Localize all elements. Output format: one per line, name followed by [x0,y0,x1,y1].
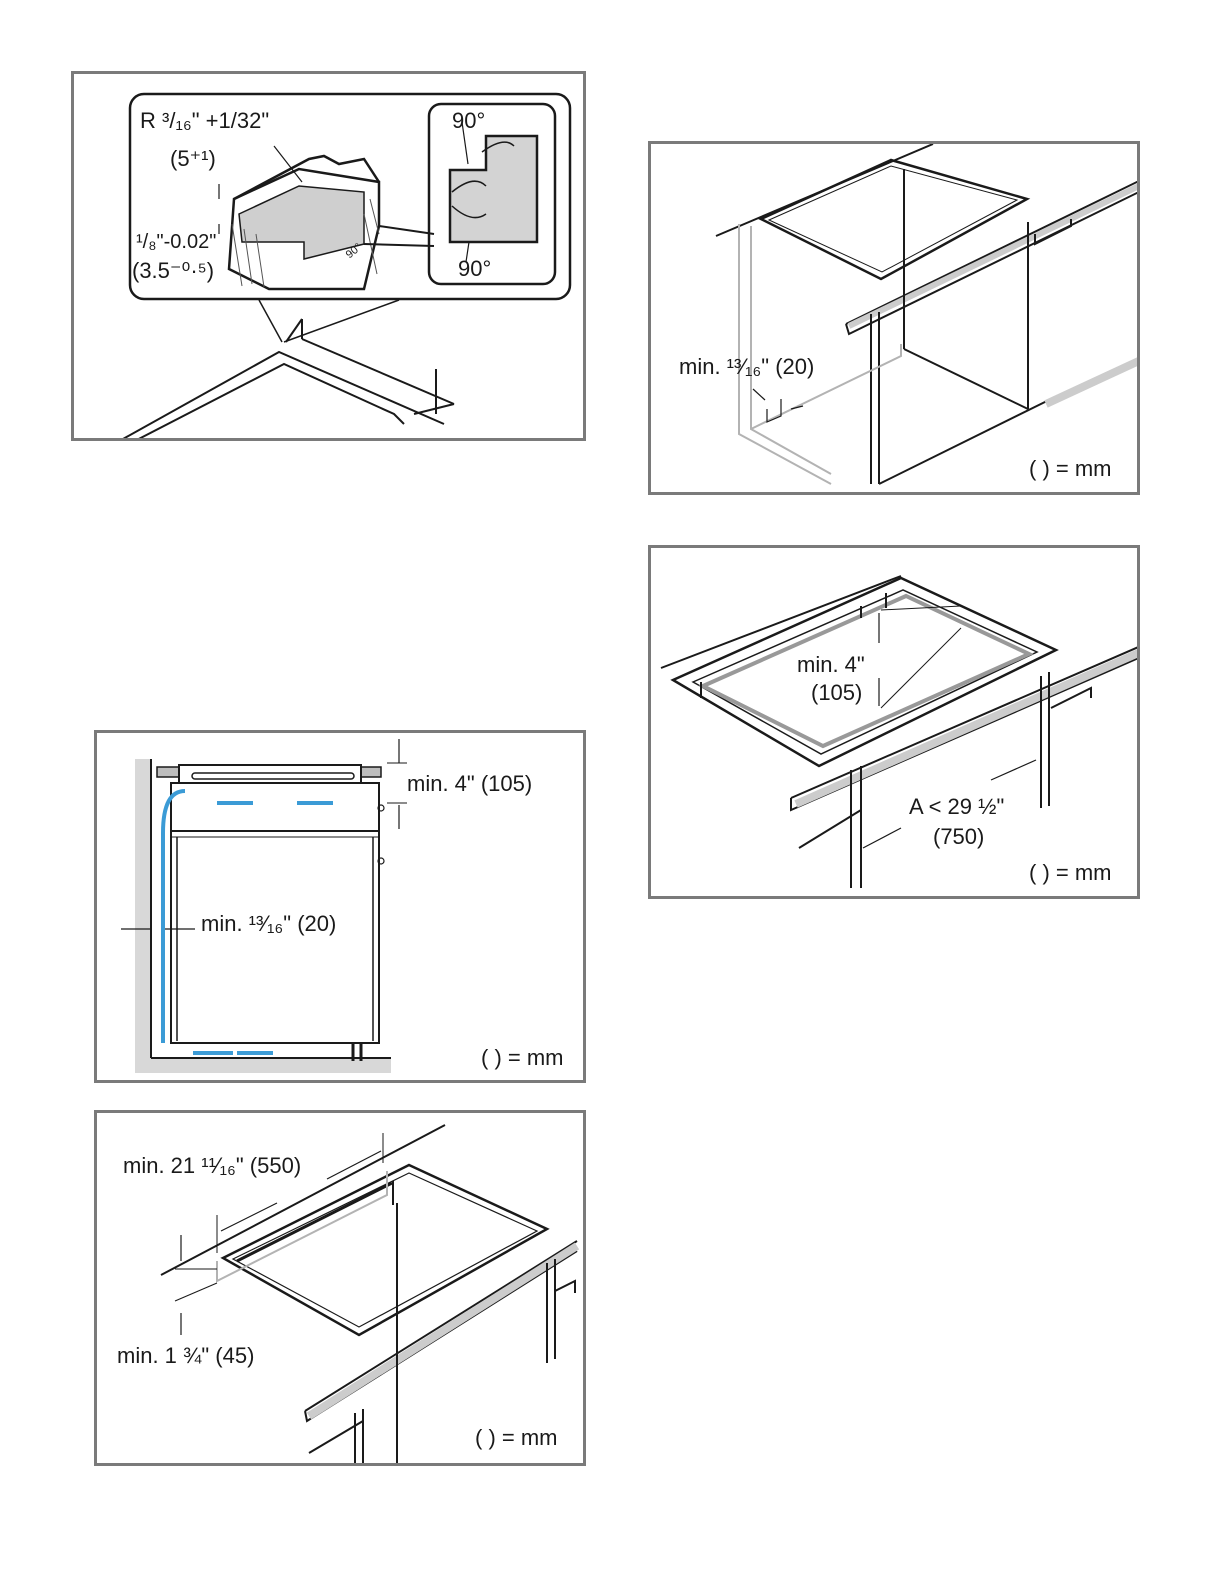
radius-mm-label: (5⁺¹) [170,148,216,170]
width-mm-label: (750) [933,826,984,848]
edge-label: min. 1 ¾" (45) [117,1345,254,1367]
airflow-unit-note: ( ) = mm [481,1047,564,1069]
depth-mm-label: (105) [811,682,862,704]
cutout-depth-drawing [651,548,1140,899]
wall-clearance-label: min. ¹³⁄₁₆" (20) [201,913,336,935]
panel-cutout-size: min. 21 ¹¹⁄₁₆" (550) min. 1 ¾" (45) ( ) … [94,1110,586,1466]
angle-bottom-label: 90° [458,258,491,280]
panel-cutout-detail: R ³/₁₆" +1/32" (5⁺¹) ¹/₈"-0.02" (3.5⁻⁰·⁵… [71,71,586,441]
radius-label: R ³/₁₆" +1/32" [140,110,269,132]
cabinet-unit-note: ( ) = mm [1029,458,1112,480]
depth-label: ¹/₈"-0.02" [136,232,216,252]
size-unit-note: ( ) = mm [475,1427,558,1449]
panel-cutout-depth: min. 4" (105) A < 29 ½" (750) ( ) = mm [648,545,1140,899]
top-clearance-label: min. 4" (105) [407,773,532,795]
angle-top-label: 90° [452,110,485,132]
panel-airflow: min. 4" (105) min. ¹³⁄₁₆" (20) ( ) = mm [94,730,586,1083]
cabinet-clearance-label: min. ¹³⁄₁₆" (20) [679,356,814,378]
panel-cabinet-top: min. ¹³⁄₁₆" (20) ( ) = mm [648,141,1140,495]
cabinet-top-drawing [651,144,1140,495]
depth-label: min. 4" [797,654,865,676]
depth-unit-note: ( ) = mm [1029,862,1112,884]
depth-mm-label: (3.5⁻⁰·⁵) [132,260,214,282]
width-label: min. 21 ¹¹⁄₁₆" (550) [123,1155,301,1177]
width-label: A < 29 ½" [909,796,1004,818]
